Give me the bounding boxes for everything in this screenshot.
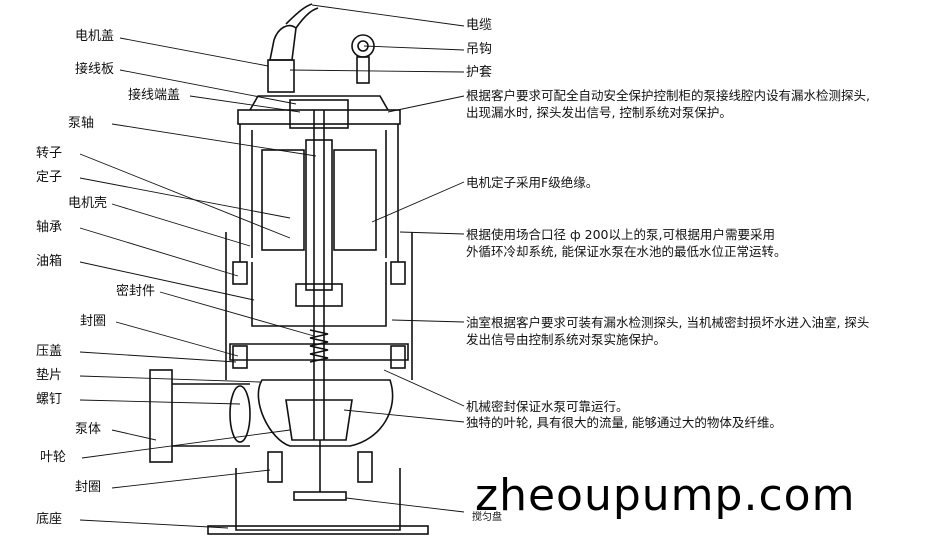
label-seal-ring-lower: 封圈	[75, 480, 102, 495]
label-impeller: 叶轮	[40, 450, 67, 465]
label-terminal-board: 接线板	[75, 62, 115, 77]
sheath	[269, 24, 297, 61]
label-hook: 吊钩	[466, 42, 493, 57]
label-gland: 压盖	[36, 344, 63, 359]
label-base: 底座	[36, 512, 63, 527]
note-impeller: 独特的叶轮, 具有很大的流量, 能够通过大的物体及纤维。	[466, 415, 782, 430]
label-seal-ring-upper: 封圈	[80, 314, 107, 329]
label-terminal-cover: 接线端盖	[128, 88, 181, 103]
note-cooling-system: 根据使用场合口径 ф 200以上的泵,可根据用户需要采用外循环冷却系统, 能保证…	[466, 227, 787, 259]
note-oil-chamber-probe: 油室根据客户要求可装有漏水检测探头, 当机械密封损坏水进入油室, 探头发出信号由…	[466, 315, 870, 347]
label-bearing: 轴承	[36, 220, 63, 235]
label-cable: 电缆	[466, 18, 493, 33]
label-sheath: 护套	[466, 65, 493, 80]
label-motor-cover: 电机盖	[75, 29, 115, 44]
note-stator-insulation: 电机定子采用F级绝缘。	[466, 175, 599, 190]
note-mechanical-seal: 机械密封保证水泵可靠运行。	[466, 399, 629, 414]
label-stator: 定子	[36, 170, 63, 185]
note-terminal-leak-probe: 根据客户要求可配全自动安全保护控制柜的泵接线腔内设有漏水检测探头,出现漏水时, …	[466, 88, 870, 120]
label-gasket: 垫片	[36, 368, 63, 383]
label-pump-shaft: 泵轴	[68, 116, 95, 131]
label-pump-body: 泵体	[75, 422, 102, 437]
brand-watermark: zheoupump.com	[475, 470, 856, 521]
label-oil-tank: 油箱	[36, 254, 63, 269]
label-agitator-disc: 搅匀盘	[472, 512, 502, 523]
label-motor-housing: 电机壳	[68, 196, 108, 211]
label-screw: 螺钉	[36, 392, 63, 407]
label-seal: 密封件	[116, 284, 156, 299]
label-rotor: 转子	[36, 146, 63, 161]
